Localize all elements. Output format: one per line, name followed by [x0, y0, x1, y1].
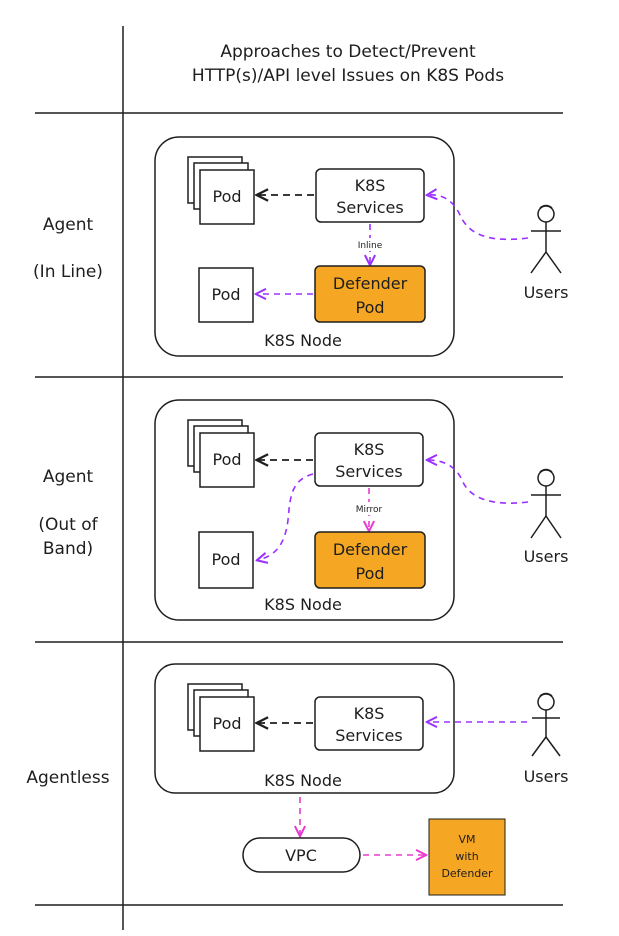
pod-box-top: [199, 432, 255, 488]
k8s-services-box: [314, 696, 424, 751]
connector-label-inline: Inline: [358, 241, 383, 251]
vm-label-line3: Defender: [441, 867, 493, 880]
user-icon: [531, 692, 561, 757]
row-agent-inline: Agent (In Line) K8S Node Pod K8S Service…: [33, 136, 569, 357]
row-label-line3: Band): [43, 539, 93, 559]
defender-pod-label-line2: Pod: [355, 564, 384, 583]
user-icon: [530, 204, 562, 274]
row-label-line2: (Out of: [38, 515, 98, 535]
k8s-services-box: [314, 432, 424, 487]
connector-label-bg: [354, 238, 386, 251]
k8s-services-label-line2: Services: [336, 198, 403, 217]
k8s-services-label-line2: Services: [335, 462, 402, 481]
pod-label-bottom: Pod: [211, 550, 240, 569]
pod-box: [199, 696, 255, 752]
row-agentless: Agentless K8S Node Pod K8S Services User…: [26, 663, 569, 896]
k8s-node-box: [154, 399, 455, 621]
k8s-services-label-line1: K8S: [354, 440, 385, 459]
pod-box-top: [199, 169, 255, 225]
k8s-node-box: [154, 663, 455, 794]
pod-box-bottom: [198, 267, 254, 323]
pod-label-top: Pod: [212, 187, 241, 206]
vpc-box: [242, 837, 361, 873]
pod-box-bottom: [198, 531, 254, 589]
row-label-line2: (In Line): [33, 262, 103, 282]
k8s-node-box: [154, 136, 455, 357]
vm-label-line2: with: [455, 850, 478, 863]
vm-label-line1: VM: [458, 833, 475, 846]
k8s-node-label: K8S Node: [264, 595, 342, 614]
defender-pod-box: [314, 531, 426, 589]
table-grid: [35, 26, 563, 930]
diagram-title-line2: HTTP(s)/API level Issues on K8S Pods: [192, 66, 504, 86]
defender-pod-label-line1: Defender: [333, 540, 408, 559]
vpc-label: VPC: [285, 846, 317, 865]
user-icon: [530, 468, 562, 539]
k8s-services-label-line1: K8S: [355, 176, 386, 195]
pod-label-bottom: Pod: [211, 285, 240, 304]
k8s-services-box: [315, 168, 425, 223]
k8s-services-label-line2: Services: [335, 726, 402, 745]
k8s-services-label-line1: K8S: [354, 704, 385, 723]
row-label-line1: Agent: [43, 215, 94, 235]
services-to-bottom-pod-arrow: [258, 473, 314, 560]
pod-label: Pod: [212, 714, 241, 733]
row-label-line1: Agent: [43, 467, 94, 487]
row-label-line1: Agentless: [26, 768, 109, 788]
connector-label-bg: [348, 502, 390, 515]
row-agent-out-of-band: Agent (Out of Band) K8S Node Pod K8S Ser…: [38, 399, 569, 621]
k8s-node-label: K8S Node: [264, 771, 342, 790]
users-to-services-arrow: [428, 195, 529, 241]
users-label: Users: [524, 283, 569, 302]
defender-pod-label-line1: Defender: [333, 274, 408, 293]
vm-defender-box: [428, 818, 506, 896]
users-label: Users: [524, 767, 569, 786]
users-to-services-arrow: [428, 460, 529, 504]
diagram-title-line1: Approaches to Detect/Prevent: [220, 42, 476, 62]
defender-pod-label-line2: Pod: [355, 298, 384, 317]
users-label: Users: [524, 547, 569, 566]
defender-pod-box: [314, 265, 426, 323]
pod-label-top: Pod: [212, 450, 241, 469]
connector-label-mirror: Mirror: [356, 505, 383, 515]
k8s-node-label: K8S Node: [264, 331, 342, 350]
